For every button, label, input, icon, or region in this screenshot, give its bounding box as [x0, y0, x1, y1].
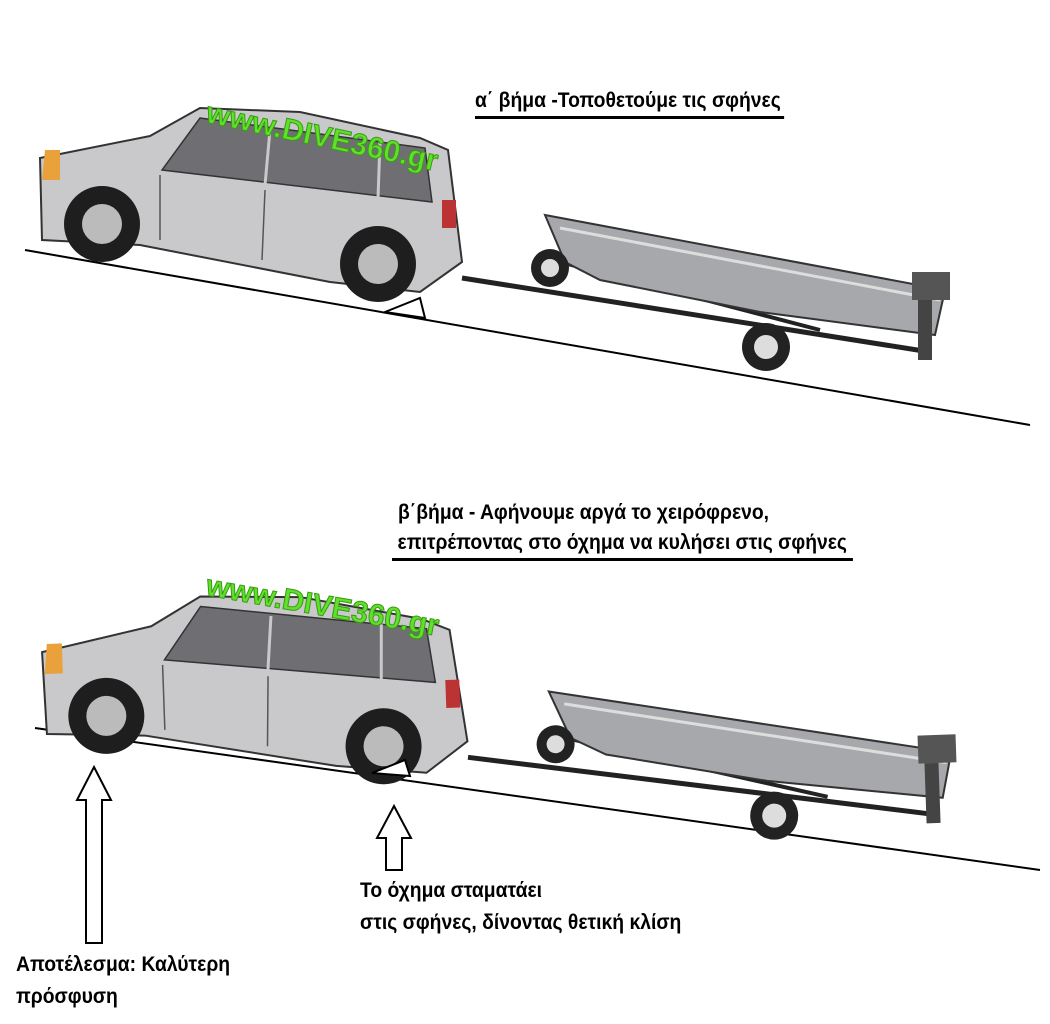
up-arrow-icon	[75, 764, 113, 944]
ground-line	[24, 249, 1031, 426]
wedge	[381, 296, 427, 320]
step2-title-line2: επιτρέποντας στο όχημα να κυλήσει στις σ…	[392, 528, 853, 561]
result-line1: Αποτέλεσμα: Καλύτερη	[16, 953, 231, 976]
wedge	[371, 758, 412, 778]
car-with-boat-trailer	[40, 570, 959, 865]
result-line2: πρόσφυση	[16, 985, 118, 1008]
up-arrow-icon	[375, 803, 413, 871]
wedge-note-line2: στις σφήνες, δίνοντας θετική κλίση	[360, 911, 682, 934]
scene-step1: www.DIVE360.gr	[24, 96, 1031, 426]
ground-line	[34, 727, 1041, 871]
step2-title-line1: β΄βήμα - Αφήνουμε αργά το χειρόφρενο,	[398, 501, 770, 524]
wedge-note-line1: Το όχημα σταματάει	[360, 879, 543, 902]
step1-title: α΄ βήμα -Τοποθετούμε τις σφήνες	[475, 86, 785, 119]
